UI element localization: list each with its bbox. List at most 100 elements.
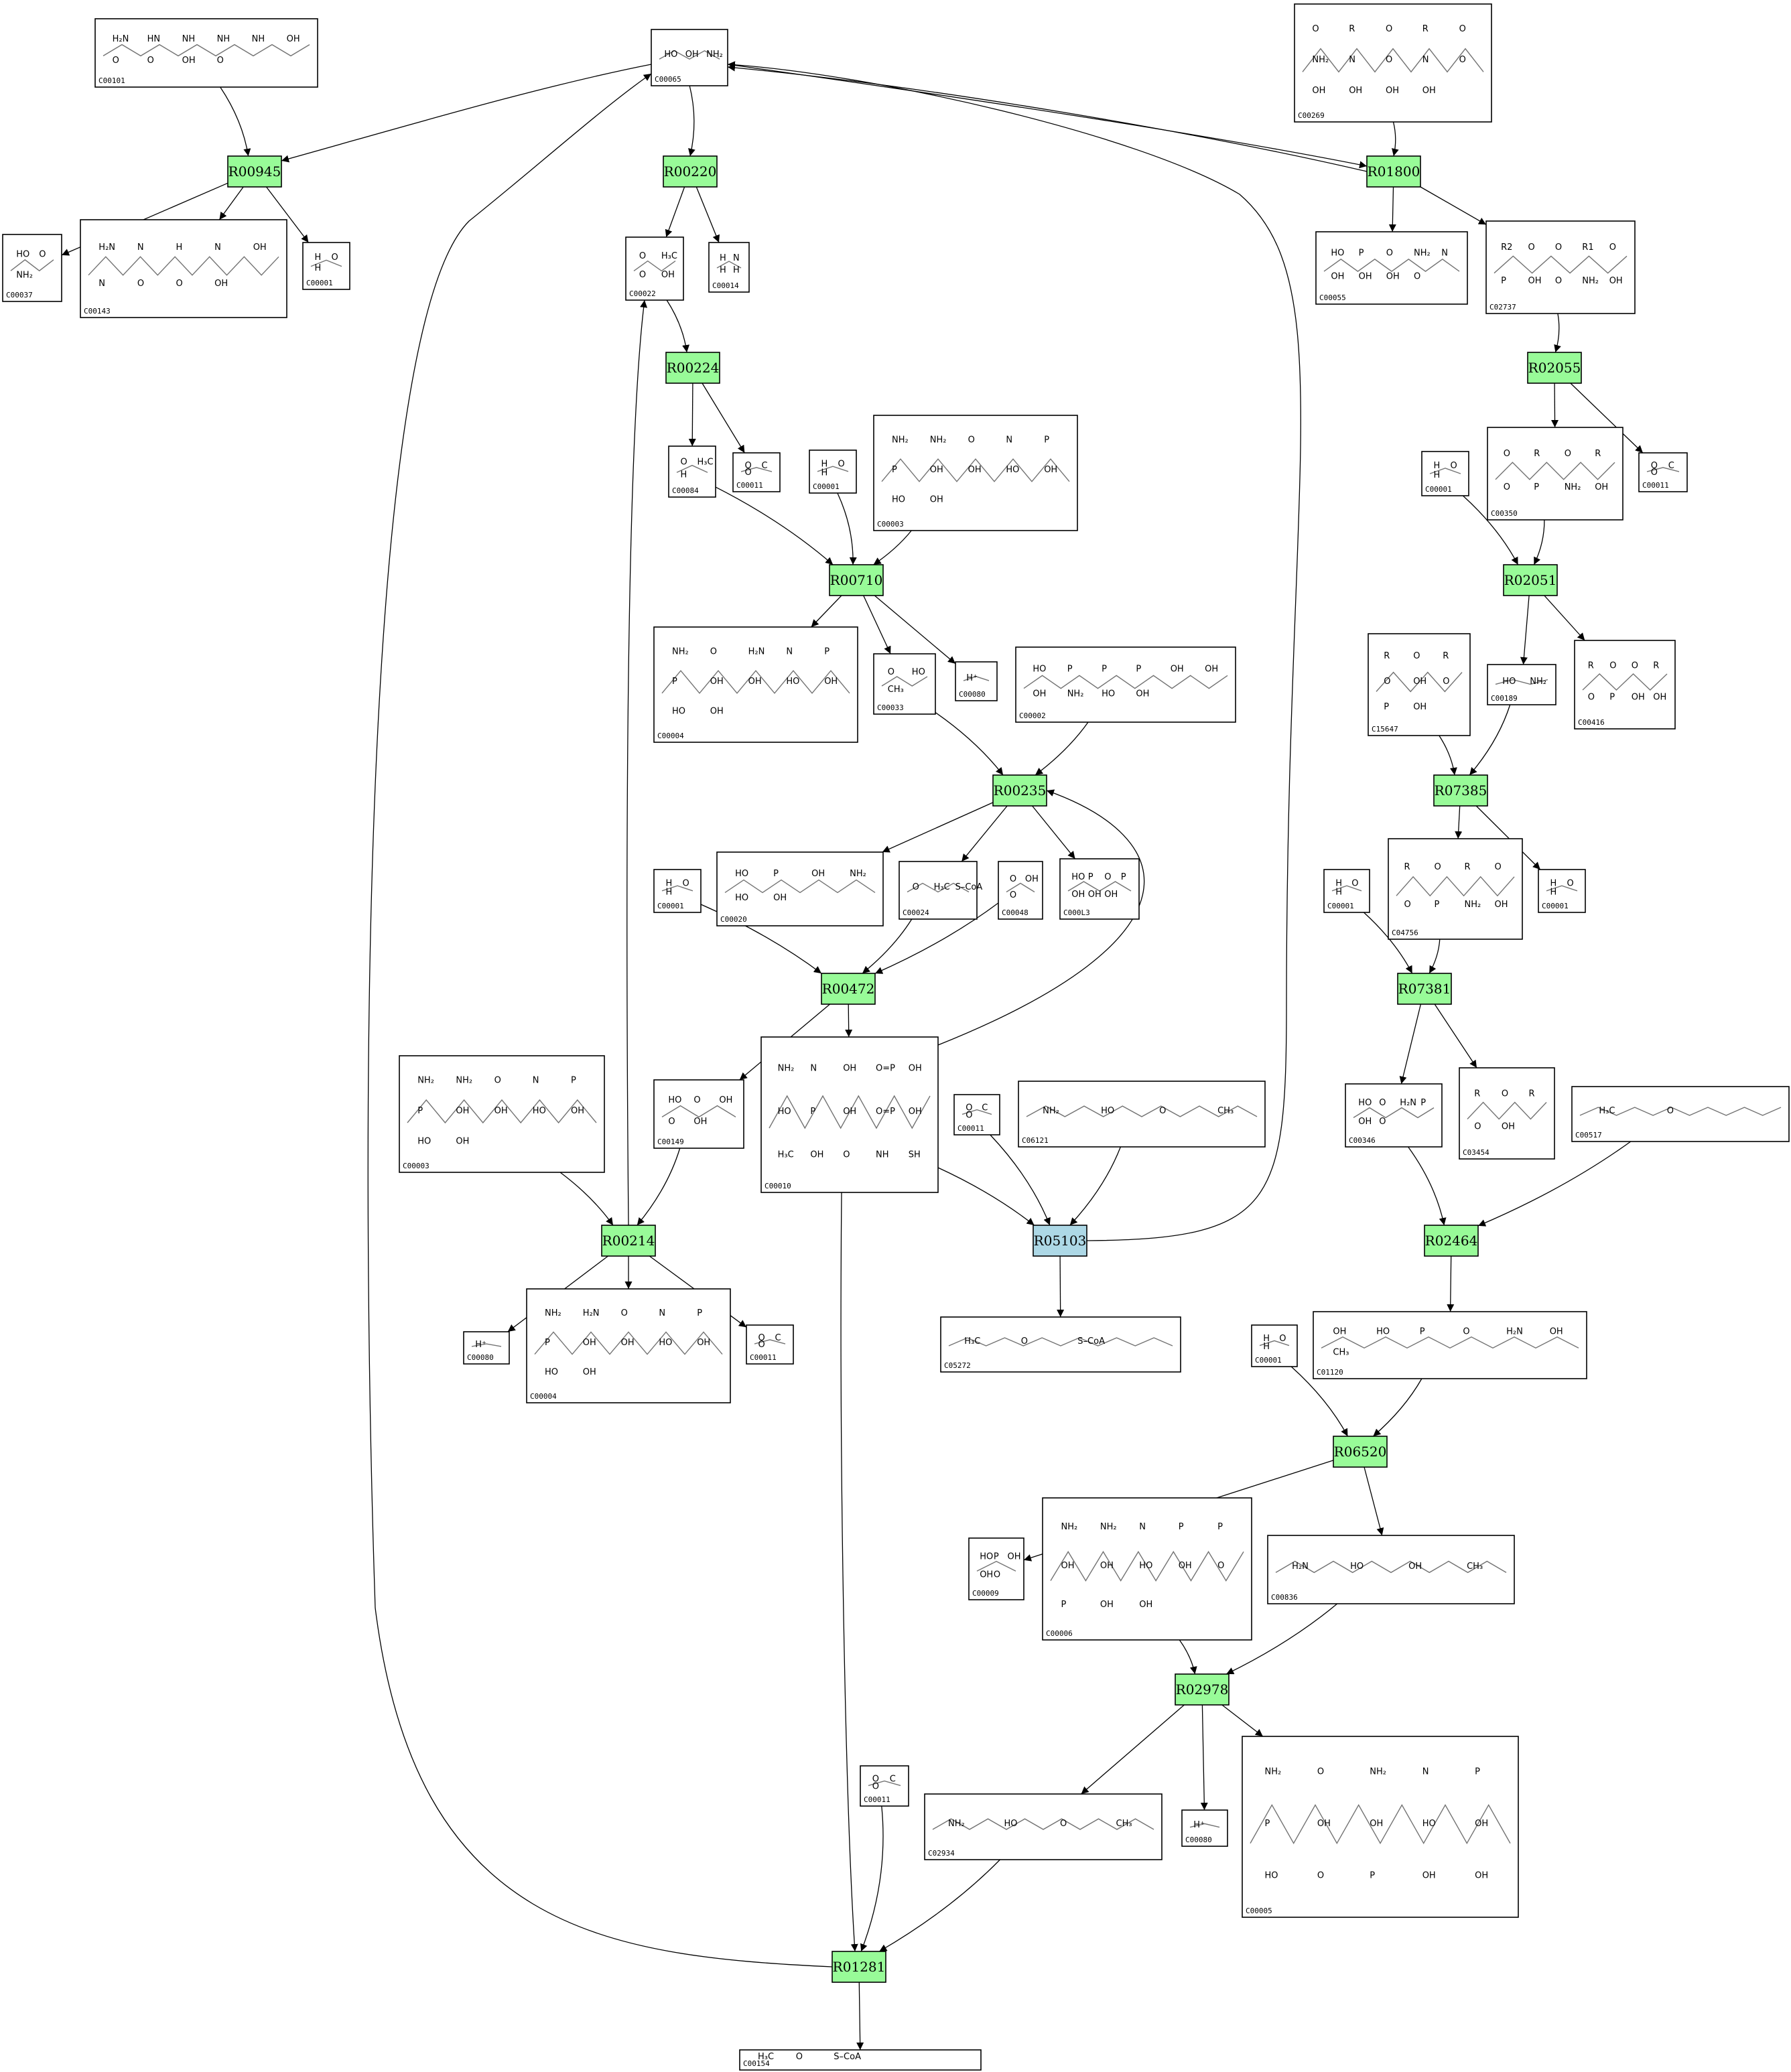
reaction-r02055[interactable]: R02055	[1527, 352, 1582, 384]
edge-r00220-to-c00022	[665, 186, 685, 238]
reaction-r01281[interactable]: R01281	[832, 1951, 886, 1983]
compound-c00080-b[interactable]: H⁺C00080	[463, 1331, 510, 1365]
reaction-r00710[interactable]: R00710	[829, 564, 884, 596]
reaction-r05103[interactable]: R05103	[1033, 1225, 1087, 1257]
reaction-r00945[interactable]: R00945	[227, 155, 282, 188]
atom-label: N	[1139, 1522, 1146, 1532]
atom-label: O	[1060, 1819, 1067, 1829]
atom-label: OH	[456, 1106, 469, 1116]
edge-c00001_b-to-r00710	[837, 492, 857, 565]
atom-label: R	[1595, 449, 1601, 459]
edge-r00945-to-c00001_a	[265, 186, 309, 243]
reaction-id-label: R00214	[602, 1233, 655, 1249]
compound-box	[1323, 869, 1370, 913]
compound-id-label: C00011	[864, 1795, 890, 1804]
compound-c00080-a[interactable]: H⁺C00080	[955, 661, 998, 701]
atom-label: O	[1379, 1117, 1386, 1127]
reaction-r02978[interactable]: R02978	[1175, 1673, 1230, 1706]
reaction-r06520[interactable]: R06520	[1333, 1436, 1388, 1468]
compound-c00080-c[interactable]: H⁺C00080	[1181, 1809, 1228, 1847]
atom-label: O	[994, 1570, 1000, 1580]
atom-label: O	[1021, 1336, 1028, 1346]
edge-r07381-to-c00346	[1399, 1004, 1422, 1085]
atom-label: NH	[252, 34, 265, 44]
atom-label: P	[1217, 1522, 1223, 1532]
reaction-r00220[interactable]: R00220	[663, 155, 718, 188]
reaction-r00472[interactable]: R00472	[821, 973, 876, 1005]
reaction-r00224[interactable]: R00224	[665, 352, 720, 384]
reaction-r00214[interactable]: R00214	[601, 1225, 656, 1257]
atom-label: NH₂	[1312, 55, 1329, 65]
compound-id-label: C00011	[750, 1353, 777, 1362]
reaction-r01800[interactable]: R01800	[1366, 155, 1421, 188]
reaction-r07381[interactable]: R07381	[1397, 973, 1452, 1005]
edge-r02055-to-c00350	[1551, 383, 1559, 428]
atom-label: P	[1420, 1327, 1425, 1337]
edge-r00235-to-c00020	[882, 802, 994, 853]
edge-c00003_a-to-r00710	[873, 530, 912, 565]
reaction-r02051[interactable]: R02051	[1503, 564, 1558, 596]
atom-label: OH	[1475, 1870, 1488, 1880]
atom-label: OH	[1413, 702, 1427, 712]
reaction-r02464[interactable]: R02464	[1424, 1225, 1479, 1257]
reaction-r00235[interactable]: R00235	[992, 774, 1047, 807]
compound-id-label: C03454	[1463, 1148, 1489, 1157]
reaction-r07385[interactable]: R07385	[1433, 774, 1488, 807]
